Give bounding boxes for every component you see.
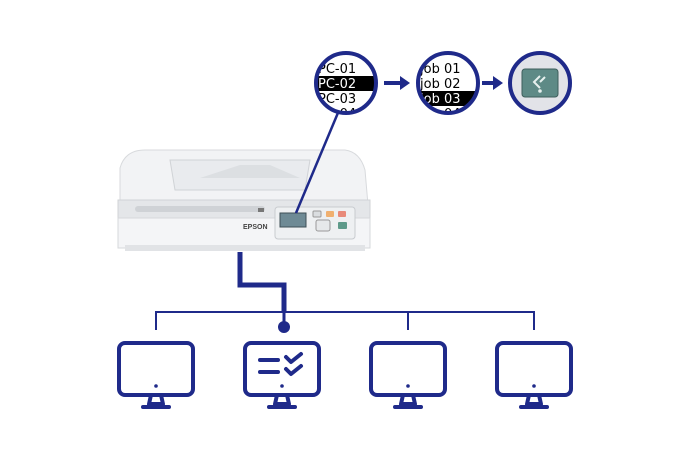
computer-1[interactable] bbox=[117, 341, 195, 409]
brand-logo: EPSON bbox=[243, 224, 268, 231]
pc-list-highlight bbox=[316, 76, 376, 91]
job-list-item[interactable]: job 03 bbox=[419, 92, 461, 107]
monitor-icon bbox=[369, 341, 447, 409]
lcd-display bbox=[279, 212, 307, 228]
arrow-right-icon bbox=[482, 76, 503, 90]
network-bus-line bbox=[155, 311, 535, 330]
arrow-right-icon bbox=[384, 76, 410, 90]
pc-list-item[interactable]: PC-01 bbox=[318, 62, 356, 77]
scanner-connection-line bbox=[237, 252, 287, 312]
job-list-item[interactable]: job 04 bbox=[419, 107, 461, 122]
start-button-magnifier bbox=[508, 51, 572, 115]
job-list-highlight bbox=[418, 91, 478, 106]
job-list-item[interactable]: job 02 bbox=[419, 77, 461, 92]
zoom-pointer-line bbox=[294, 107, 342, 214]
monitor-icon bbox=[117, 341, 195, 409]
job-list-item[interactable]: job 01 bbox=[419, 62, 461, 77]
pc-list-item[interactable]: PC-03 bbox=[318, 92, 356, 107]
pc-list-item[interactable]: PC-02 bbox=[318, 77, 356, 92]
scanner: EPSON bbox=[117, 149, 371, 251]
scan-start-icon bbox=[532, 75, 546, 93]
monitor-icon bbox=[495, 341, 573, 409]
computer-3[interactable] bbox=[369, 341, 447, 409]
computer-2[interactable] bbox=[243, 341, 321, 409]
computer-4[interactable] bbox=[495, 341, 573, 409]
monitor-job-list-icon bbox=[243, 341, 321, 409]
connection-dot bbox=[278, 321, 290, 333]
scan-start-button[interactable] bbox=[521, 68, 559, 98]
